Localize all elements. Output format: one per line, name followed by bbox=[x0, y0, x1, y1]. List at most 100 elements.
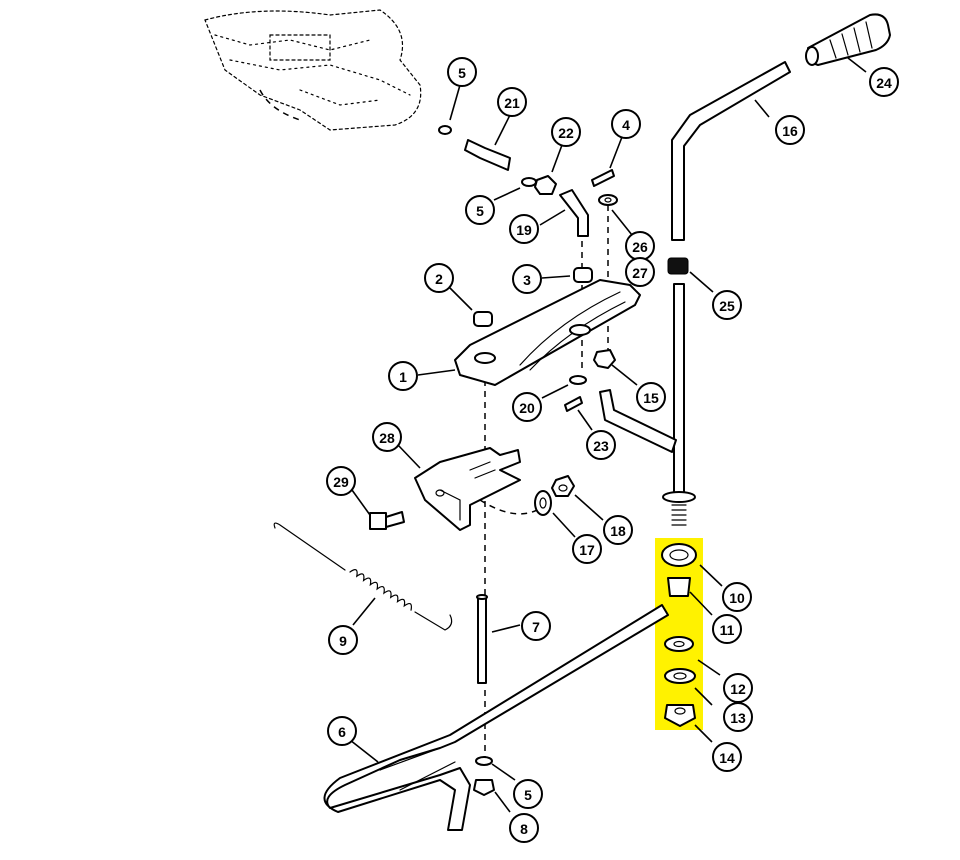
callout-number: 26 bbox=[632, 239, 648, 255]
callout-number: 5 bbox=[458, 65, 466, 81]
callout-16-shift-lever: 16 bbox=[775, 115, 805, 145]
callout-circle bbox=[388, 361, 418, 391]
callout-number: 13 bbox=[730, 710, 746, 726]
callout-circle bbox=[722, 582, 752, 612]
cotter-pin-23 bbox=[564, 396, 583, 412]
callout-22-nut: 22 bbox=[551, 117, 581, 147]
callout-circle bbox=[447, 57, 477, 87]
callout-circle bbox=[424, 263, 454, 293]
callout-number: 20 bbox=[519, 400, 535, 416]
leader-lines bbox=[349, 57, 867, 813]
clip-5 bbox=[438, 125, 452, 135]
callout-6-pedal-rod: 6 bbox=[327, 716, 357, 746]
washer-20 bbox=[569, 375, 587, 385]
stud-21 bbox=[464, 139, 511, 171]
callout-number: 24 bbox=[876, 75, 892, 91]
callout-7-pin: 7 bbox=[521, 611, 551, 641]
callout-21-stud: 21 bbox=[497, 87, 527, 117]
shift-plate bbox=[454, 279, 641, 386]
callout-25-cap: 25 bbox=[712, 290, 742, 320]
spacer-2 bbox=[473, 311, 493, 327]
callout-14-nut: 14 bbox=[712, 742, 742, 772]
assembly-lines bbox=[259, 89, 609, 760]
callout-8-nut: 8 bbox=[509, 813, 539, 843]
callout-number: 29 bbox=[333, 474, 349, 490]
callout-circle bbox=[775, 115, 805, 145]
cap bbox=[667, 257, 689, 275]
callout-circle bbox=[326, 466, 356, 496]
callout-circle bbox=[723, 702, 753, 732]
callout-circle bbox=[625, 257, 655, 287]
callout-number: 12 bbox=[730, 681, 746, 697]
callout-circle bbox=[603, 515, 633, 545]
callout-number: 4 bbox=[622, 117, 630, 133]
callout-number: 22 bbox=[558, 125, 574, 141]
callout-circle bbox=[509, 813, 539, 843]
callout-26-washer: 26 bbox=[625, 231, 655, 261]
callout-15-nut: 15 bbox=[636, 382, 666, 412]
cotter-pin-4 bbox=[591, 169, 615, 187]
shift-lever bbox=[671, 61, 791, 241]
bent-rod-19 bbox=[559, 189, 589, 237]
spacer-3 bbox=[573, 267, 593, 283]
callout-17-lock-washer: 17 bbox=[572, 534, 602, 564]
callout-circle bbox=[521, 611, 551, 641]
callout-5-washer: 5 bbox=[513, 779, 543, 809]
callout-circle bbox=[712, 614, 742, 644]
callout-number: 27 bbox=[632, 265, 648, 281]
callout-circle bbox=[869, 67, 899, 97]
callout-number: 3 bbox=[523, 272, 531, 288]
callout-1-shift-plate: 1 bbox=[388, 361, 418, 391]
callout-4-cotter-pin: 4 bbox=[611, 109, 641, 139]
callout-circle bbox=[465, 195, 495, 225]
bolt bbox=[369, 511, 405, 530]
callout-circle bbox=[586, 430, 616, 460]
callout-circle bbox=[712, 742, 742, 772]
callout-20-washer: 20 bbox=[512, 392, 542, 422]
callout-13-washer: 13 bbox=[723, 702, 753, 732]
callout-circle bbox=[636, 382, 666, 412]
spring bbox=[273, 522, 453, 631]
callout-number: 28 bbox=[379, 430, 395, 446]
pedal-rod bbox=[323, 604, 669, 831]
callout-number: 16 bbox=[782, 123, 798, 139]
callout-27-washer: 27 bbox=[625, 257, 655, 287]
callout-number: 17 bbox=[579, 542, 595, 558]
callout-circle bbox=[509, 214, 539, 244]
callout-19-bent-rod: 19 bbox=[509, 214, 539, 244]
hardware-stack bbox=[661, 543, 697, 727]
callout-number: 7 bbox=[532, 619, 540, 635]
callout-circle bbox=[327, 716, 357, 746]
callout-number: 1 bbox=[399, 369, 407, 385]
callout-28-bracket: 28 bbox=[372, 422, 402, 452]
callout-10-bearing: 10 bbox=[722, 582, 752, 612]
hand-grip bbox=[805, 13, 891, 66]
callout-9-spring: 9 bbox=[328, 625, 358, 655]
callout-circle bbox=[328, 625, 358, 655]
nut-8 bbox=[473, 779, 495, 796]
callout-circle bbox=[572, 534, 602, 564]
callout-circle bbox=[512, 392, 542, 422]
callout-number: 8 bbox=[520, 821, 528, 837]
washer-26 bbox=[598, 194, 618, 206]
callout-number: 14 bbox=[719, 750, 735, 766]
callout-number: 5 bbox=[476, 203, 484, 219]
callout-24-hand-grip: 24 bbox=[869, 67, 899, 97]
callout-3-spacer: 3 bbox=[512, 264, 542, 294]
callout-number: 2 bbox=[435, 271, 443, 287]
callout-circle bbox=[497, 87, 527, 117]
callout-number: 21 bbox=[504, 95, 520, 111]
callout-circle bbox=[372, 422, 402, 452]
highlight-band bbox=[655, 538, 703, 730]
callout-number: 15 bbox=[643, 390, 659, 406]
callout-29-bolt: 29 bbox=[326, 466, 356, 496]
callout-11-bushing: 11 bbox=[712, 614, 742, 644]
washer-5-mid bbox=[521, 177, 537, 187]
nut-18 bbox=[551, 475, 575, 497]
callout-circle bbox=[513, 779, 543, 809]
bracket bbox=[414, 447, 521, 531]
callout-number: 23 bbox=[593, 438, 609, 454]
